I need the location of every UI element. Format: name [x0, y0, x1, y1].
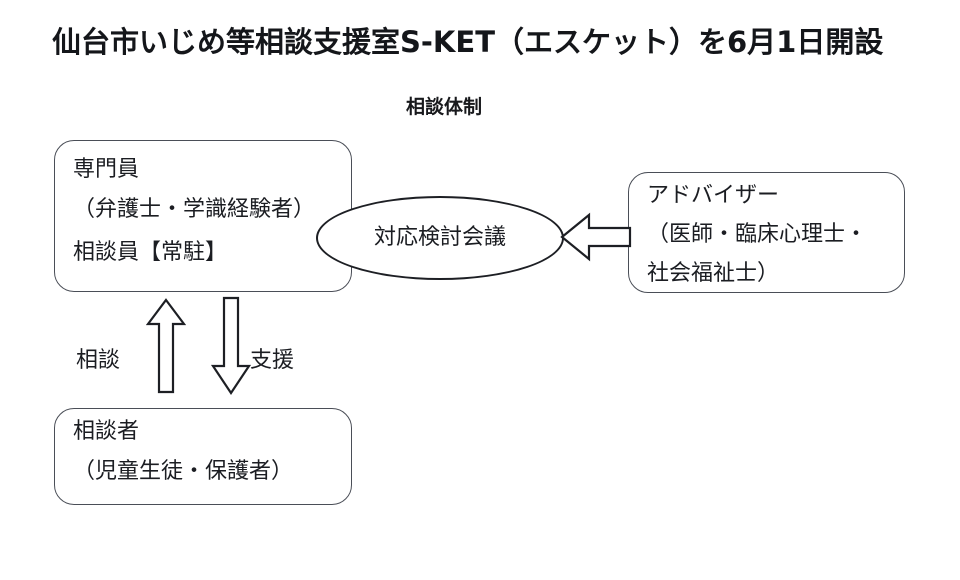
node-advisor-line-2: （医師・臨床心理士・ — [647, 222, 868, 247]
arrow-advice-left — [560, 212, 632, 266]
page-title: 仙台市いじめ等相談支援室S-KET（エスケット）を6月1日開設 — [52, 25, 884, 59]
arrow-consult-label: 相談 — [76, 348, 121, 373]
arrow-support-label: 支援 — [250, 348, 295, 373]
node-client-line-1: 相談者 — [73, 419, 140, 444]
node-meeting: 対応検討会議 — [316, 196, 564, 280]
node-meeting-label: 対応検討会議 — [373, 225, 506, 250]
node-staff-line-1: 専門員 — [73, 157, 140, 182]
arrow-support-down — [210, 296, 252, 399]
node-staff-line-3: 相談員【常駐】 — [73, 240, 228, 265]
node-staff: 専門員 （弁護士・学識経験者） 相談員【常駐】 — [54, 140, 352, 292]
node-staff-line-2: （弁護士・学識経験者） — [73, 197, 316, 222]
arrow-consult-up — [145, 298, 187, 398]
node-client-line-2: （児童生徒・保護者） — [73, 459, 294, 484]
diagram-subtitle: 相談体制 — [406, 96, 483, 118]
node-advisor: アドバイザー （医師・臨床心理士・ 社会福祉士） — [628, 172, 905, 293]
node-advisor-line-3: 社会福祉士） — [647, 261, 780, 286]
node-client: 相談者 （児童生徒・保護者） — [54, 408, 352, 505]
node-advisor-line-1: アドバイザー — [647, 183, 780, 208]
